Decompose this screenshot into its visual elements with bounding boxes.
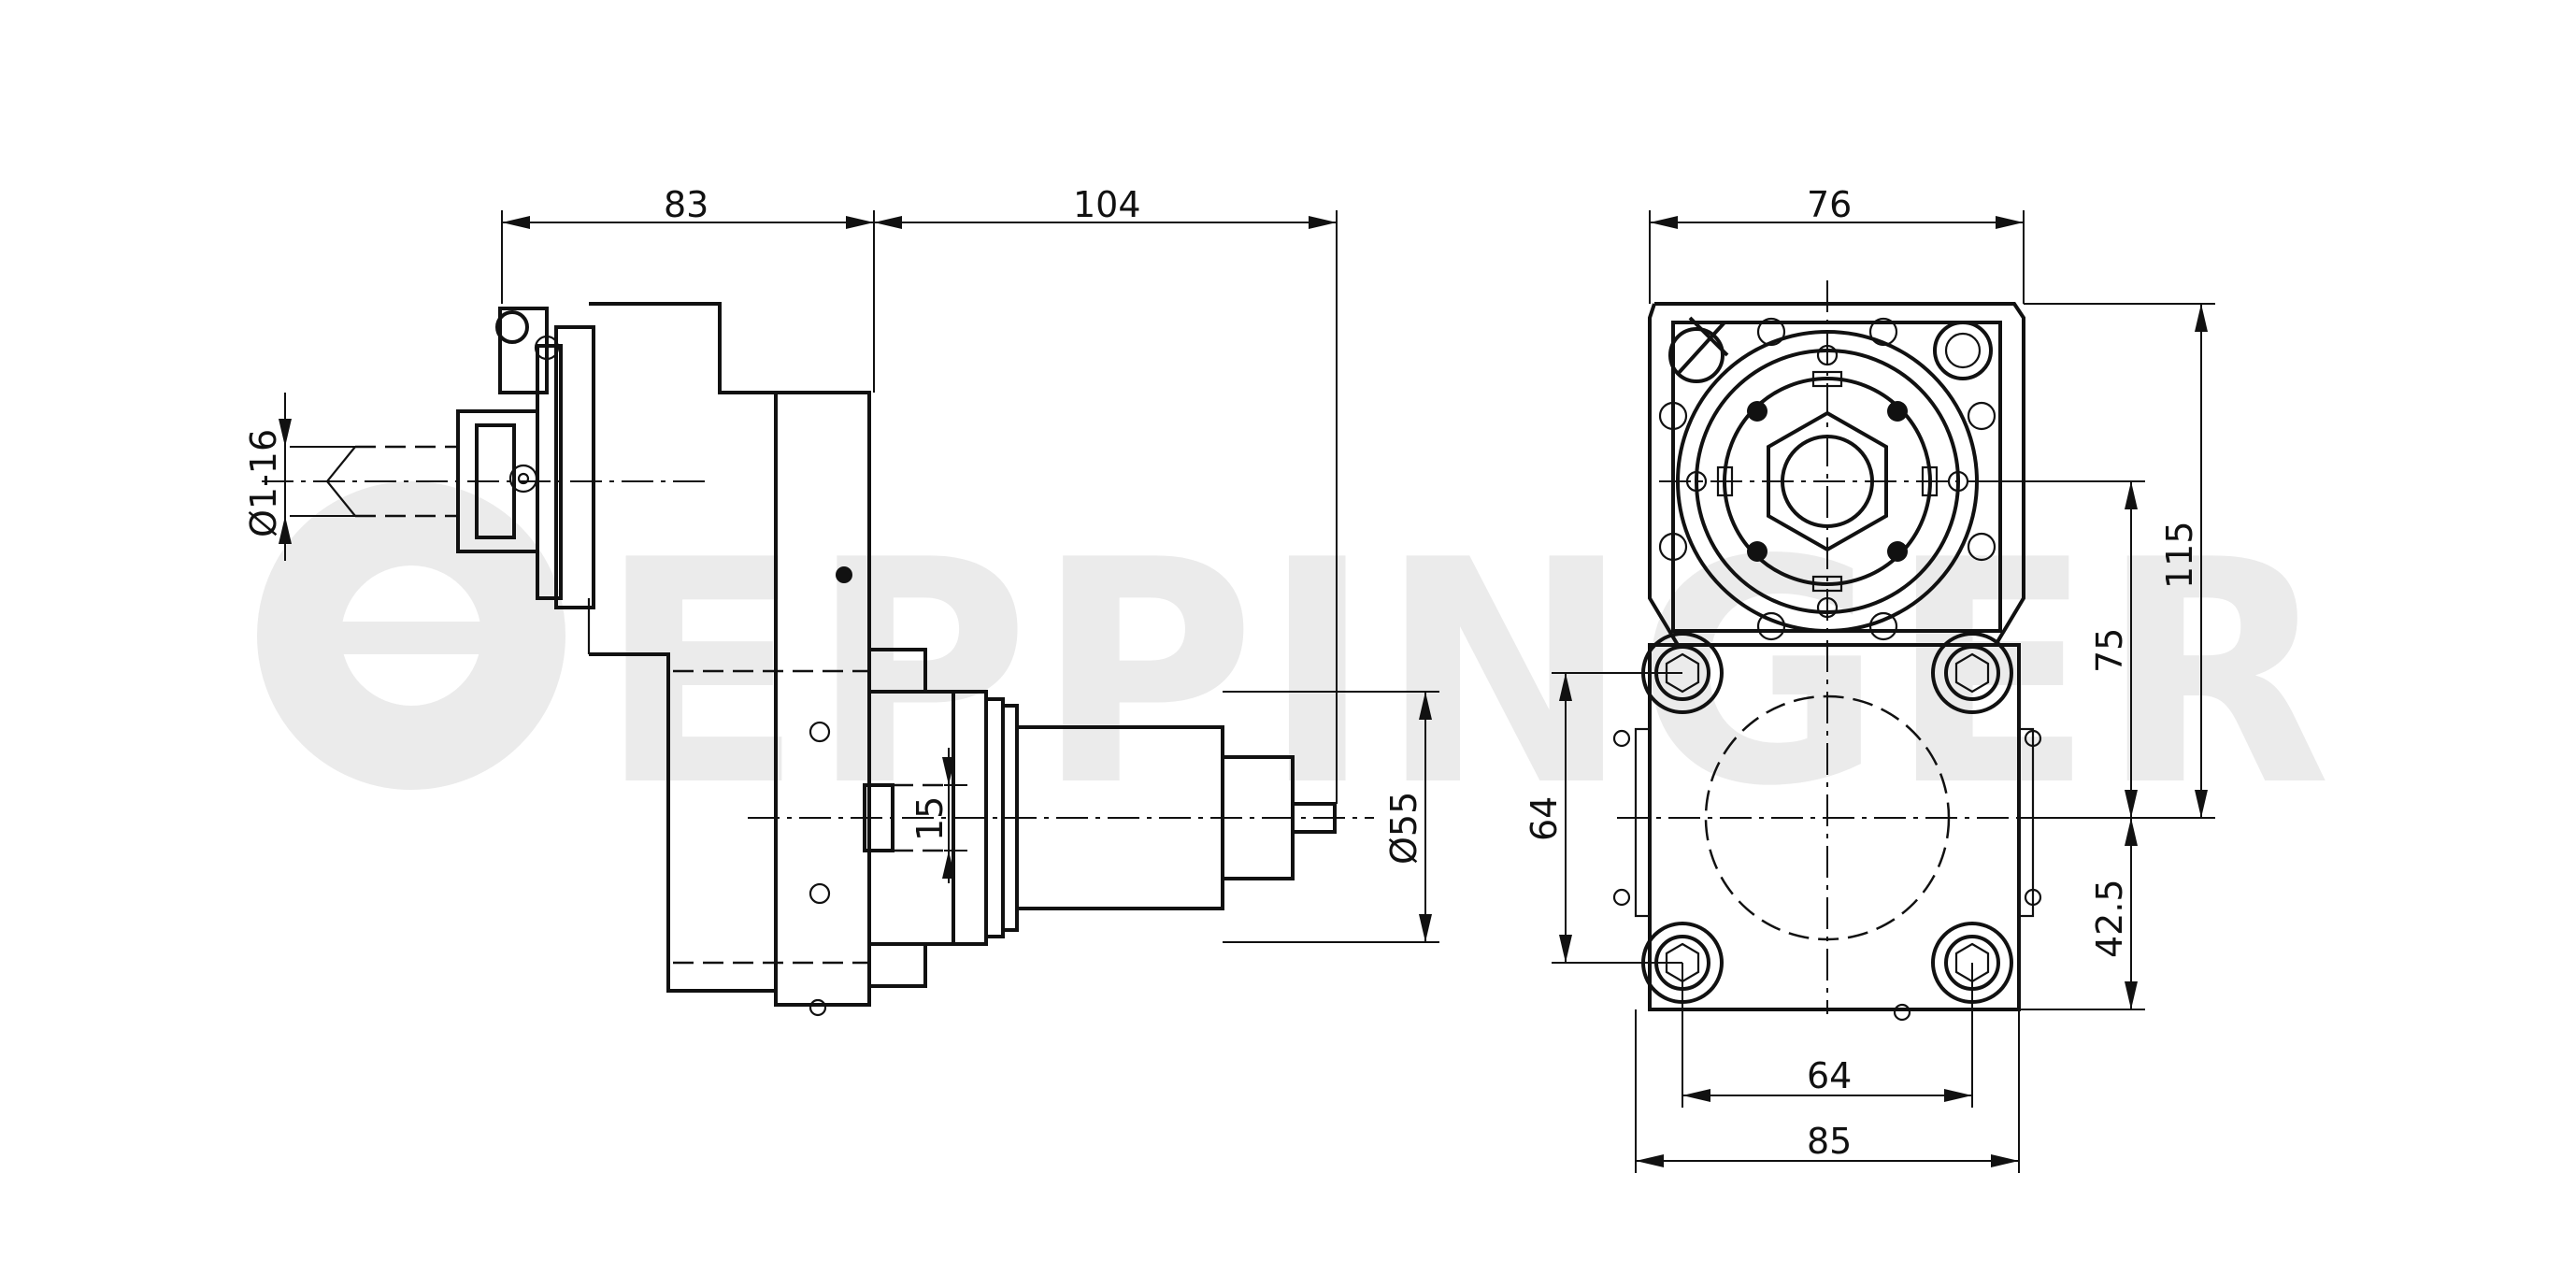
dim-115-label: 115 <box>2159 521 2200 589</box>
housing-screws <box>809 566 852 1017</box>
dim-clamp-range-label: Ø1-16 <box>243 429 284 537</box>
front-top-dimension: 76 <box>1649 184 2025 304</box>
base-width-dimension: 85 <box>1635 1009 2020 1173</box>
dim-83-label: 83 <box>664 184 708 225</box>
mounting-flange <box>673 648 1019 988</box>
dim-104-label: 104 <box>1073 184 1141 225</box>
watermark: EPPINGER <box>257 481 2337 853</box>
side-view-centerlines <box>262 480 1374 819</box>
dim-64-horizontal-label: 64 <box>1807 1055 1852 1096</box>
front-view-centerlines <box>1617 280 2042 1014</box>
upper-housing <box>536 302 871 1007</box>
watermark-text: EPPINGER <box>598 494 2337 853</box>
head-screws <box>1658 317 1996 641</box>
dim-76-label: 76 <box>1807 184 1852 225</box>
offset-15-dimension: 15 <box>909 748 967 883</box>
clamp-range-dimension: Ø1-16 <box>243 393 355 561</box>
watermark-logo-icon <box>257 481 565 790</box>
bolt-spacing-vertical-dimension: 64 <box>1524 672 1682 964</box>
front-view: 76 115 75 42.5 <box>1524 184 2215 1173</box>
dim-42-5-label: 42.5 <box>2089 879 2130 958</box>
height-75-dimension: 75 <box>2000 480 2145 818</box>
dim-15-label: 15 <box>909 796 951 841</box>
bolt-spacing-horizontal-dimension: 64 <box>1682 963 1973 1108</box>
shank-diameter-dimension: Ø55 <box>1223 691 1439 943</box>
dim-64-vertical-label: 64 <box>1524 796 1565 841</box>
spindle-head <box>1676 330 1979 633</box>
collet-nut <box>325 307 560 553</box>
coolant-plug-icon <box>1668 316 1729 383</box>
shank-outline <box>1704 694 1951 941</box>
height-42-5-dimension: 42.5 <box>2019 818 2145 1010</box>
dim-85-label: 85 <box>1807 1121 1852 1162</box>
side-top-dimensions: 83 104 <box>501 184 1338 804</box>
side-view: 83 104 Ø1-16 15 Ø55 <box>243 184 1439 1017</box>
dim-shank-diameter-label: Ø55 <box>1383 792 1424 865</box>
height-115-dimension: 115 <box>2019 303 2215 819</box>
bolt-top-right <box>1931 632 2013 714</box>
dim-75-label: 75 <box>2089 628 2130 673</box>
cylindrical-shank <box>1015 725 1337 910</box>
